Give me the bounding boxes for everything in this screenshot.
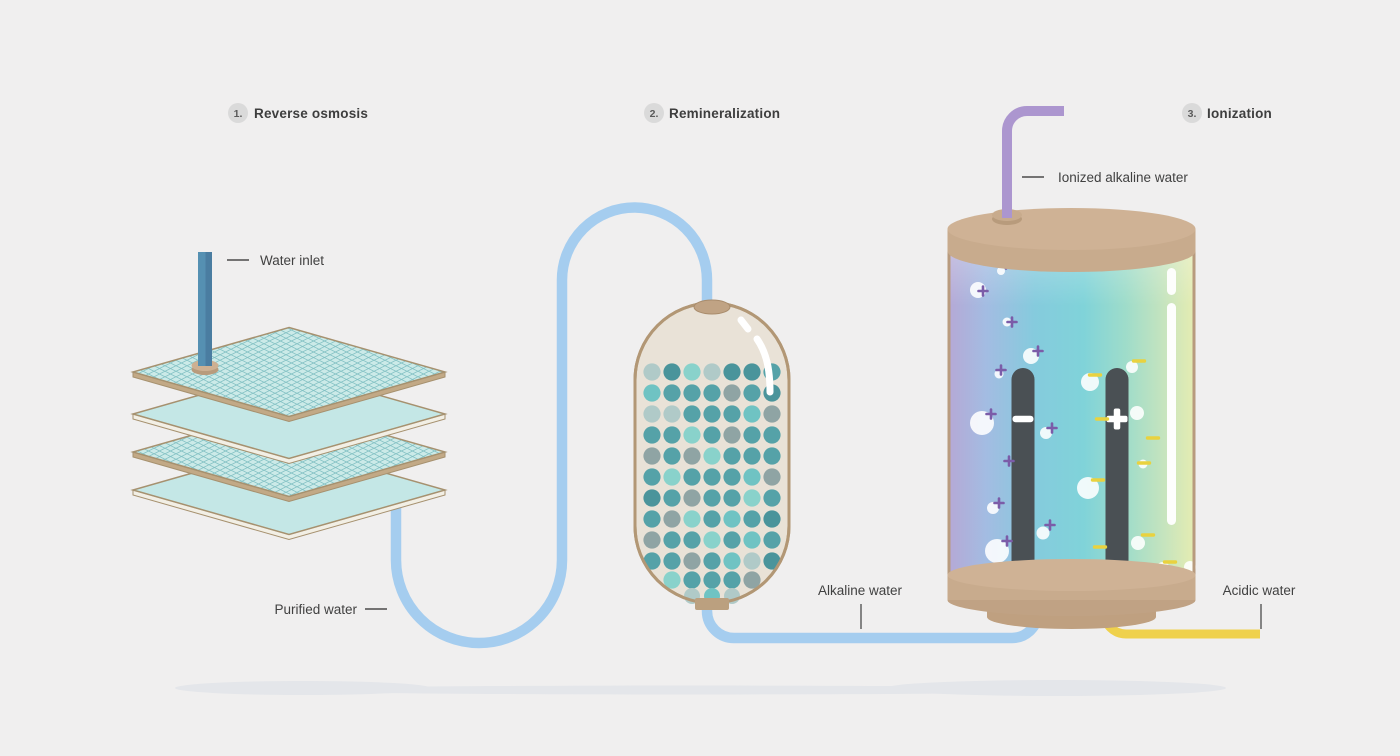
electrode-positive: [1105, 368, 1129, 586]
tank-highlight: [1167, 268, 1176, 525]
alkaline-water-label: Alkaline water: [818, 583, 903, 598]
step-3-header: 3. Ionization: [1182, 103, 1272, 123]
capsule-rim: [633, 301, 791, 605]
positive-ion: [1044, 519, 1056, 531]
step-1-badge: [228, 103, 248, 123]
positive-ion: [995, 364, 1007, 376]
ionized-water-tube: [1002, 106, 1064, 218]
positive-ion: [1006, 316, 1018, 328]
plus-symbol: [1106, 408, 1128, 430]
minus-symbol: [1012, 415, 1034, 423]
purified-water-label: Purified water: [274, 602, 357, 617]
step-2-header: 2. Remineralization: [644, 103, 780, 123]
tank-lid: [947, 208, 1196, 272]
step-3-number: 3.: [1188, 108, 1197, 120]
step-3-badge: [1182, 103, 1202, 123]
positive-ion: [1003, 455, 1015, 467]
acidic-water-label: Acidic water: [1223, 583, 1296, 598]
alkaline-water-label-group: Alkaline water: [818, 583, 903, 629]
acidic-water-label-group: Acidic water: [1223, 583, 1296, 629]
electrode-negative: [1011, 368, 1035, 586]
capsule-top-nozzle: [693, 299, 731, 315]
capsule-bottom-nozzle: [695, 598, 729, 610]
water-inlet-label: Water inlet: [260, 253, 324, 268]
ground-shadow: [175, 680, 1226, 696]
step-1-number: 1.: [234, 108, 243, 120]
positive-ion: [977, 285, 989, 297]
positive-ion: [1032, 345, 1044, 357]
ionized-water-label-group: Ionized alkaline water: [1022, 170, 1188, 185]
step-2-number: 2.: [650, 108, 659, 120]
step-2-badge: [644, 103, 664, 123]
membrane-stack: [130, 252, 448, 541]
positive-ion: [985, 408, 997, 420]
step-2-title: Remineralization: [669, 106, 780, 121]
purified-water-tube: [390, 202, 713, 649]
capsule-highlight: [737, 316, 774, 396]
step-1-title: Reverse osmosis: [254, 106, 368, 121]
step-3-title: Ionization: [1207, 106, 1272, 121]
positive-ion: [1001, 535, 1013, 547]
positive-ion: [993, 497, 1005, 509]
positive-ion: [1046, 422, 1058, 434]
ionization-tank: [947, 106, 1196, 629]
ionized-alkaline-water-label: Ionized alkaline water: [1058, 170, 1188, 185]
water-inlet-label-group: Water inlet: [227, 253, 324, 268]
purified-water-label-group: Purified water: [274, 602, 387, 617]
step-1-header: 1. Reverse osmosis: [228, 103, 368, 123]
tank-base: [947, 559, 1196, 629]
water-inlet-pipe: [198, 252, 212, 366]
remineralization-capsule: [633, 299, 791, 610]
